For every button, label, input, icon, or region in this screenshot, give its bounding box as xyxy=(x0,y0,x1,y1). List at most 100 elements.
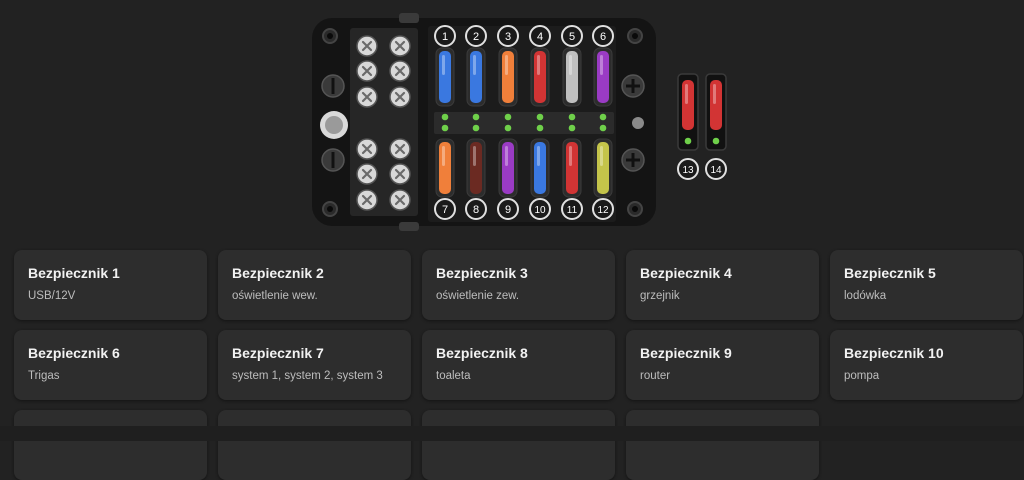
fuse-3[interactable]: 3 xyxy=(497,25,519,107)
terminal-screw-icon xyxy=(356,60,378,82)
indicator-led-icon xyxy=(684,137,692,145)
fuse-card-title: Bezpiecznik 1 xyxy=(28,265,120,281)
fuse-card-1[interactable]: Bezpiecznik 1 USB/12V xyxy=(14,250,207,320)
indicator-led-icon xyxy=(568,113,576,121)
fuse-8[interactable]: 8 xyxy=(465,138,487,220)
fuse-card-title: Bezpiecznik 8 xyxy=(436,345,528,361)
terminal-screw-icon xyxy=(389,86,411,108)
fuse-number-label: 1 xyxy=(442,31,448,43)
fuse-10[interactable]: 10 xyxy=(529,138,551,220)
fuse-card-2[interactable]: Bezpiecznik 2 oświetlenie wew. xyxy=(218,250,411,320)
bottom-edge xyxy=(0,426,1024,441)
fuse-card-description: USB/12V xyxy=(28,290,76,302)
fuse-number-label: 5 xyxy=(569,31,575,43)
minus-terminal-icon xyxy=(321,74,345,98)
top-clip xyxy=(399,13,419,23)
fuse-number-label: 4 xyxy=(537,31,543,43)
indicator-led-icon xyxy=(599,113,607,121)
indicator-led-icon xyxy=(536,124,544,132)
indicator-led-icon xyxy=(712,137,720,145)
indicator-led-icon xyxy=(599,124,607,132)
terminal-screw-icon xyxy=(389,35,411,57)
fuse-card-title: Bezpiecznik 10 xyxy=(844,345,944,361)
fuse-number-label: 11 xyxy=(567,205,578,216)
indicator-led-icon xyxy=(441,113,449,121)
fuse-card-title: Bezpiecznik 5 xyxy=(844,265,936,281)
fuse-card-title: Bezpiecznik 7 xyxy=(232,345,324,361)
fuse-card-title: Bezpiecznik 3 xyxy=(436,265,528,281)
fuse-number-label: 8 xyxy=(473,204,479,216)
fuse-card-description: oświetlenie zew. xyxy=(436,290,520,302)
fuse-card-description: router xyxy=(640,370,671,382)
fuse-card-description: oświetlenie wew. xyxy=(232,290,318,302)
fuse-12[interactable]: 12 xyxy=(592,138,614,220)
indicator-led-icon xyxy=(472,124,480,132)
terminal-screw-icon xyxy=(356,163,378,185)
fuse-14[interactable]: 14 xyxy=(705,73,727,180)
fuse-card-grid: Bezpiecznik 1 USB/12V Bezpiecznik 2 oświetl… xyxy=(14,250,1023,480)
fuse-number-label: 9 xyxy=(505,204,511,216)
mount-screw-icon xyxy=(627,201,643,217)
fuse-number-label: 13 xyxy=(682,165,694,176)
fuse-number-label: 12 xyxy=(597,205,609,216)
fuse-13[interactable]: 13 xyxy=(677,73,699,180)
fuse-card-description: toaleta xyxy=(436,370,471,382)
bottom-clip xyxy=(399,222,419,231)
fuse-5[interactable]: 5 xyxy=(561,25,583,107)
fuse-7[interactable]: 7 xyxy=(434,138,456,220)
fuse-card-13[interactable]: Bezpiecznik 13 xyxy=(422,410,615,480)
terminal-block-panel xyxy=(350,28,418,216)
fuse-card-9[interactable]: Bezpiecznik 9 router xyxy=(626,330,819,400)
fuse-6[interactable]: 6 xyxy=(592,25,614,107)
mount-screw-icon xyxy=(627,28,643,44)
terminal-screw-icon xyxy=(356,86,378,108)
fuse-number-label: 14 xyxy=(710,165,722,176)
fuse-2[interactable]: 2 xyxy=(465,25,487,107)
fuse-11[interactable]: 11 xyxy=(561,138,583,220)
indicator-led-icon xyxy=(472,113,480,121)
mount-screw-icon xyxy=(322,28,338,44)
fuse-number-label: 2 xyxy=(473,31,479,43)
terminal-screw-icon xyxy=(389,138,411,160)
fuse-number-label: 6 xyxy=(600,31,606,43)
fuse-card-title: Bezpiecznik 2 xyxy=(232,265,324,281)
fuse-card-4[interactable]: Bezpiecznik 4 grzejnik xyxy=(626,250,819,320)
fuse-1[interactable]: 1 xyxy=(434,25,456,107)
minus-terminal-icon xyxy=(321,148,345,172)
terminal-screw-icon xyxy=(356,35,378,57)
fuse-card-description: grzejnik xyxy=(640,290,680,302)
fuse-4[interactable]: 4 xyxy=(529,25,551,107)
fuse-card-8[interactable]: Bezpiecznik 8 toaleta xyxy=(422,330,615,400)
fuse-9[interactable]: 9 xyxy=(497,138,519,220)
fuse-card-title: Bezpiecznik 9 xyxy=(640,345,732,361)
ground-stud-icon xyxy=(320,111,348,139)
indicator-led-icon xyxy=(504,124,512,132)
fuse-card-10[interactable]: Bezpiecznik 10 pompa xyxy=(830,330,1023,400)
fuse-number-label: 10 xyxy=(534,205,546,216)
fuse-card-description: Trigas xyxy=(28,370,60,382)
fuse-card-description: pompa xyxy=(844,370,880,382)
indicator-led-icon xyxy=(441,124,449,132)
fuse-card-3[interactable]: Bezpiecznik 3 oświetlenie zew. xyxy=(422,250,615,320)
plus-terminal-icon xyxy=(621,148,645,172)
terminal-screw-icon xyxy=(356,138,378,160)
fuse-number-label: 7 xyxy=(442,204,448,216)
fuse-number-label: 3 xyxy=(505,31,511,43)
fuse-card-14[interactable]: Bezpiecznik 14 xyxy=(626,410,819,480)
terminal-screw-icon xyxy=(389,163,411,185)
fuse-card-11[interactable]: Bezpiecznik 11 xyxy=(14,410,207,480)
plus-terminal-icon xyxy=(621,74,645,98)
indicator-led-icon xyxy=(568,124,576,132)
indicator-led-icon xyxy=(504,113,512,121)
indicator-led-icon xyxy=(536,113,544,121)
fuse-card-12[interactable]: Bezpiecznik 12 xyxy=(218,410,411,480)
terminal-screw-icon xyxy=(389,60,411,82)
terminal-screw-icon xyxy=(356,189,378,211)
mount-screw-icon xyxy=(322,201,338,217)
fuse-card-title: Bezpiecznik 4 xyxy=(640,265,732,281)
led-strip xyxy=(434,112,614,134)
